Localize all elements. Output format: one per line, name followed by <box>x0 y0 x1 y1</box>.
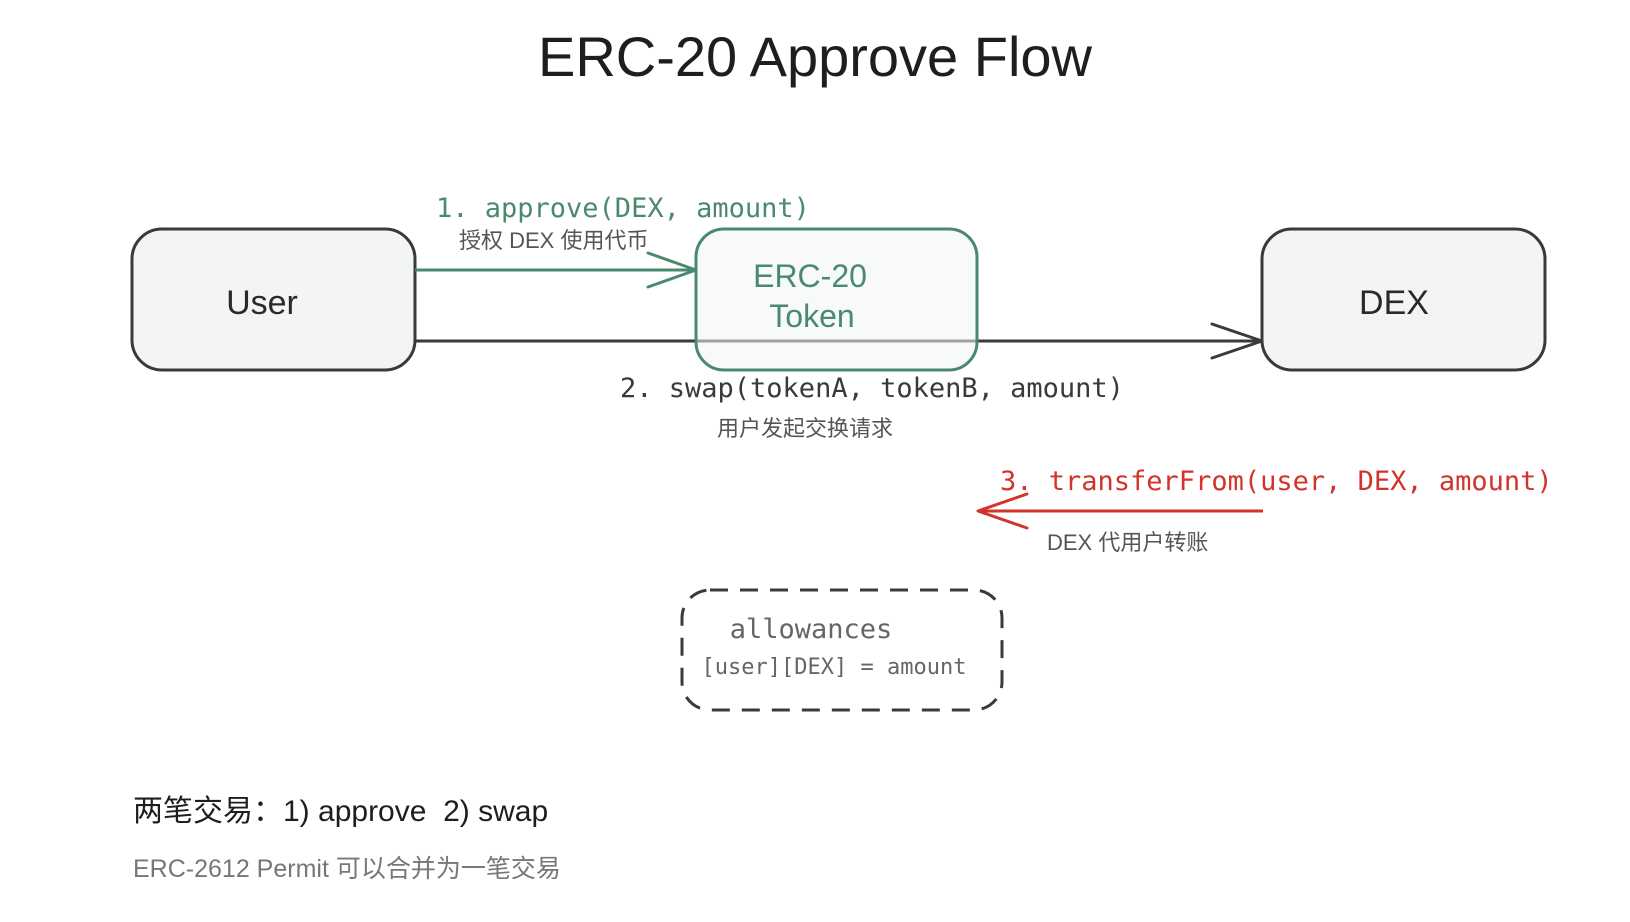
dex-node-box <box>1260 227 1547 372</box>
token-node-label-line2: Token <box>769 298 854 334</box>
dex-node-label: DEX <box>1359 284 1429 322</box>
swap-note-label: 用户发起交换请求 <box>717 416 893 441</box>
approve-note-label: 授权 DEX 使用代币 <box>459 228 648 253</box>
transfer-note-label: DEX 代用户转账 <box>1047 530 1208 555</box>
token-node-box <box>694 227 979 372</box>
approve-arrow <box>415 251 698 289</box>
transfer-arrow <box>976 492 1263 530</box>
allowances-mapping: [user][DEX] = amount <box>702 655 967 680</box>
token-node: ERC-20 Token <box>694 227 979 372</box>
allowances-box-border <box>680 588 1004 712</box>
token-node-label-line1: ERC-20 <box>753 258 867 294</box>
diagram-title: ERC-20 Approve Flow <box>538 25 1093 88</box>
transfer-arrow-head <box>976 492 1029 530</box>
dex-node: DEX <box>1260 227 1547 372</box>
transfer-call-label: 3. transferFrom(user, DEX, amount) <box>1000 466 1553 497</box>
user-node-box <box>130 227 417 372</box>
footer-summary: 两笔交易：1) approve 2) swap <box>133 795 548 828</box>
user-node-label: User <box>226 284 298 322</box>
approve-arrow-head <box>646 251 698 289</box>
swap-call-label: 2. swap(tokenA, tokenB, amount) <box>620 373 1124 404</box>
user-node: User <box>130 227 417 372</box>
allowances-title: allowances <box>730 614 893 645</box>
footer-note: ERC-2612 Permit 可以合并为一笔交易 <box>133 855 561 883</box>
approve-call-label: 1. approve(DEX, amount) <box>436 193 810 224</box>
allowances-box: allowances [user][DEX] = amount <box>680 588 1004 712</box>
